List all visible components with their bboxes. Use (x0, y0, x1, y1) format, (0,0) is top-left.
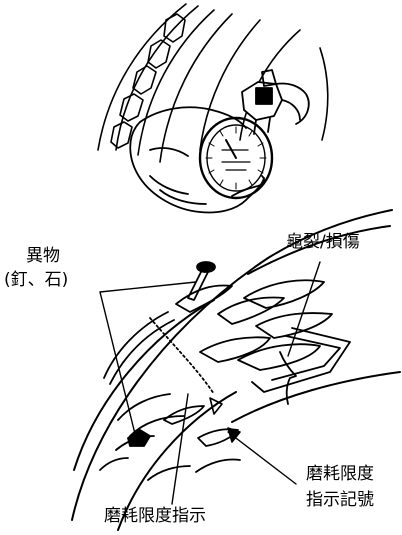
wear-limit-mark-triangle-2 (227, 427, 241, 443)
wear-limit-mark-label-line2: 指示記號 (306, 490, 374, 510)
gauge-ticks (205, 126, 267, 190)
wear-limit-mark-label-line1: 磨耗限度 (306, 464, 374, 484)
nail-foreign-object (187, 261, 216, 301)
tread-grooves (99, 279, 351, 481)
hand (129, 106, 265, 214)
tread-depth-gauge-illustration (97, 3, 329, 214)
wear-limit-indicator-label: 磨耗限度指示 (104, 506, 206, 526)
tire-arcs (97, 3, 329, 163)
leader-lines (99, 261, 321, 505)
tire-tread-illustration (71, 209, 401, 531)
tread-blocks (110, 13, 186, 149)
crack-mark (279, 351, 297, 405)
dial-gauge (198, 116, 274, 200)
stone-foreign-object (127, 429, 151, 447)
foreign-object-label: 異物 (26, 246, 60, 266)
wear-limit-dotted-line (149, 317, 215, 395)
crack-damage-label: 龜裂/損傷 (286, 232, 360, 252)
foreign-object-examples-label: (釘、石) (4, 270, 69, 290)
gauge-needle (225, 139, 237, 159)
gauge-probe (241, 69, 310, 135)
wear-limit-mark-triangle (209, 397, 223, 415)
